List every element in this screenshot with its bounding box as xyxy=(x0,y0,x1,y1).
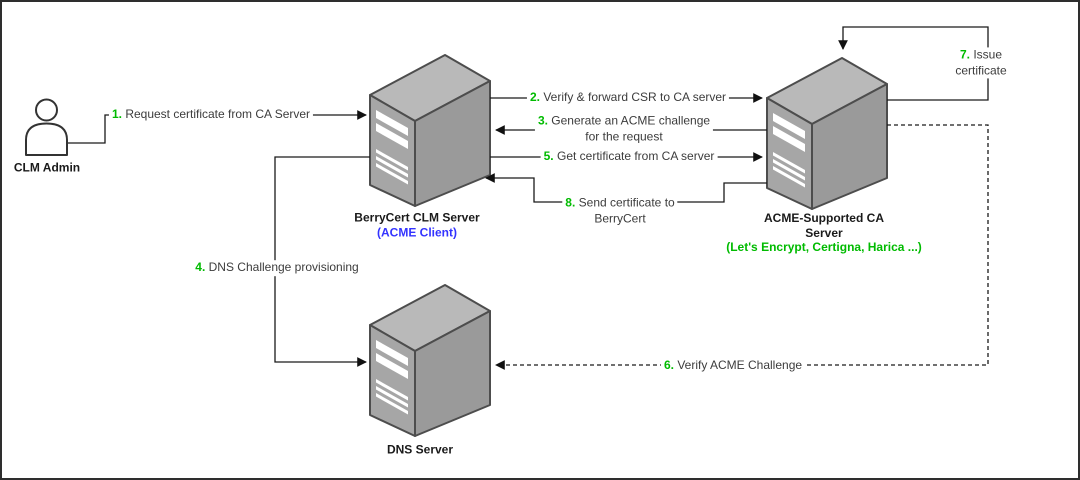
step-7-label: 7. Issue certificate xyxy=(932,47,1030,79)
step-4-label: 4. DNS Challenge provisioning xyxy=(192,260,362,276)
berrycert-subtitle: (ACME Client) xyxy=(376,225,457,239)
step-1-text: Request certificate from CA Server xyxy=(125,107,311,122)
step-1-label: 1. Request certificate from CA Server xyxy=(108,107,314,123)
step-3-text: Generate an ACME challenge for the reque… xyxy=(551,113,711,143)
step-1-number: 1. xyxy=(111,107,122,122)
clm-admin-icon xyxy=(25,98,68,156)
step-7-arrow xyxy=(838,26,989,101)
step-7-text: Issue certificate xyxy=(955,47,1007,77)
step-8-text: Send certificate to BerryCert xyxy=(578,195,675,225)
ca-server-icon xyxy=(766,57,888,210)
step-7-number: 7. xyxy=(959,47,970,62)
step-5-number: 5. xyxy=(543,149,554,164)
step-4-arrow xyxy=(274,156,370,367)
step-6-label: 6. Verify ACME Challenge xyxy=(660,358,806,374)
step-6-text: Verify ACME Challenge xyxy=(677,358,803,373)
dns-server-label: DNS Server xyxy=(386,442,454,457)
step-5-label: 5. Get certificate from CA server xyxy=(540,149,718,165)
ca-server-label: ACME-Supported CA Server (Let's Encrypt,… xyxy=(726,211,922,255)
ca-title: ACME-Supported CA Server xyxy=(763,211,884,240)
berrycert-title: BerryCert CLM Server xyxy=(354,210,480,225)
step-8-label: 8. Send certificate to BerryCert xyxy=(562,195,678,227)
berrycert-server-label: BerryCert CLM Server (ACME Client) xyxy=(354,210,479,239)
step-2-label: 2. Verify & forward CSR to CA server xyxy=(526,90,730,106)
berrycert-server-icon xyxy=(369,54,491,207)
dns-server-icon xyxy=(369,284,491,437)
step-8-number: 8. xyxy=(565,195,576,210)
step-6-number: 6. xyxy=(663,358,674,373)
step-5-text: Get certificate from CA server xyxy=(556,149,715,164)
step-6-arrow xyxy=(495,124,989,370)
step-2-number: 2. xyxy=(529,90,540,105)
step-2-text: Verify & forward CSR to CA server xyxy=(543,90,727,105)
step-4-text: DNS Challenge provisioning xyxy=(208,260,359,275)
step-3-label: 3. Generate an ACME challenge for the re… xyxy=(534,113,714,145)
ca-subtitle: (Let's Encrypt, Certigna, Harica ...) xyxy=(726,240,922,255)
step-4-number: 4. xyxy=(195,260,206,275)
step-3-number: 3. xyxy=(537,113,548,128)
clm-admin-label: CLM Admin xyxy=(13,160,81,175)
